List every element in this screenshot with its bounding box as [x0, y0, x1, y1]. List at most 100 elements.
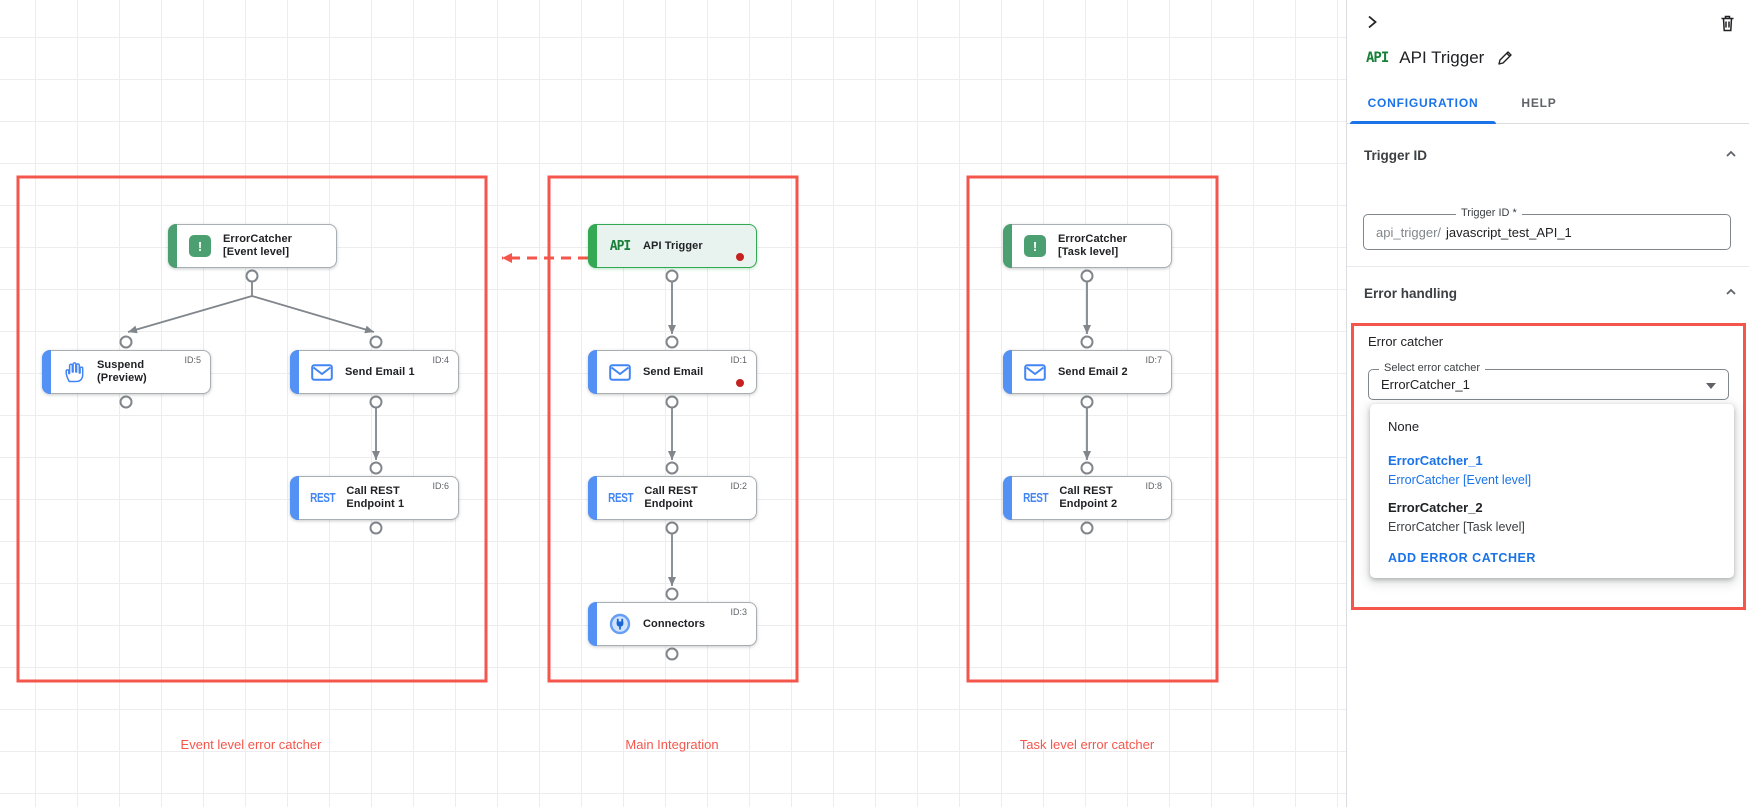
node-send-email-2[interactable]: Send Email 2 ID:7 [1003, 350, 1172, 394]
error-status-dot [736, 253, 744, 261]
rest-glyph: REST [310, 491, 336, 505]
node-label: Call REST Endpoint [644, 485, 698, 510]
select-floating-label: Select error catcher [1379, 362, 1485, 374]
error-catcher-label: Error catcher [1368, 334, 1444, 349]
api-glyph: API [609, 238, 632, 254]
node-label: Connectors [643, 617, 706, 630]
collapse-panel-chevron-icon[interactable] [1365, 15, 1379, 29]
node-id: ID:6 [432, 481, 449, 491]
node-label: Send Email [643, 365, 704, 378]
menu-option-errorcatcher-2[interactable]: ErrorCatcher_2 [1388, 500, 1483, 515]
email-icon [307, 363, 337, 381]
panel-title: API Trigger [1399, 48, 1485, 67]
node-errorcatcher-event-level[interactable]: ! ErrorCatcher [Event level] [168, 224, 337, 268]
email-icon [605, 363, 635, 381]
node-label: ErrorCatcher [Task level] [1058, 233, 1128, 258]
node-accent-bar [588, 350, 597, 394]
add-error-catcher-button[interactable]: ADD ERROR CATCHER [1388, 551, 1536, 565]
node-send-email[interactable]: Send Email ID:1 [588, 350, 757, 394]
node-label: Send Email 1 [345, 365, 415, 378]
exclamation-glyph: ! [189, 235, 211, 257]
edit-name-pencil-icon[interactable] [1497, 50, 1513, 66]
section-divider [1347, 266, 1749, 267]
node-send-email-1[interactable]: Send Email 1 ID:4 [290, 350, 459, 394]
node-label: API Trigger [643, 239, 703, 252]
node-id: ID:8 [1145, 481, 1162, 491]
collapse-section-chevron-up-icon[interactable] [1725, 150, 1737, 158]
node-api-trigger[interactable]: API API Trigger [588, 224, 757, 268]
error-catcher-dropdown-menu: None ErrorCatcher_1 ErrorCatcher [Event … [1370, 404, 1734, 578]
node-id: ID:7 [1145, 355, 1162, 365]
rest-glyph: REST [608, 491, 634, 505]
menu-option-errorcatcher-1[interactable]: ErrorCatcher_1 [1388, 453, 1483, 468]
node-accent-bar [290, 350, 299, 394]
node-accent-bar [588, 476, 597, 520]
node-id: ID:5 [184, 355, 201, 365]
rest-icon: REST [605, 491, 636, 505]
tab-help[interactable]: HELP [1521, 96, 1557, 110]
node-id: ID:1 [730, 355, 747, 365]
node-accent-bar [1003, 350, 1012, 394]
node-label: Send Email 2 [1058, 365, 1128, 378]
group-caption-main-integration: Main Integration [625, 737, 719, 752]
node-id: ID:2 [730, 481, 747, 491]
annotation-boxes [16, 175, 1219, 683]
edges [127, 282, 1091, 586]
node-label: ErrorCatcher [Event level] [223, 233, 293, 258]
error-catcher-select[interactable]: Select error catcher ErrorCatcher_1 [1368, 362, 1729, 400]
collapse-section-chevron-up-icon[interactable] [1725, 288, 1737, 296]
flow-canvas[interactable]: ! ErrorCatcher [Event level] Suspend (Pr… [0, 0, 1346, 807]
section-trigger-id: Trigger ID [1364, 148, 1428, 163]
node-call-rest-endpoint-2[interactable]: REST Call REST Endpoint 2 ID:8 [1003, 476, 1172, 520]
delete-trigger-trash-icon[interactable] [1720, 15, 1735, 32]
node-id: ID:3 [730, 607, 747, 617]
trigger-id-value[interactable]: javascript_test_API_1 [1446, 224, 1572, 240]
error-catcher-icon: ! [1020, 235, 1050, 257]
node-id: ID:4 [432, 355, 449, 365]
node-suspend-preview[interactable]: Suspend (Preview) ID:5 [42, 350, 211, 394]
rest-glyph: REST [1023, 491, 1049, 505]
api-trigger-logo-icon: API [1366, 50, 1389, 66]
panel-title-row: API API Trigger [1366, 48, 1513, 68]
rest-icon: REST [1020, 491, 1051, 505]
menu-option-errorcatcher-2-subtitle[interactable]: ErrorCatcher [Task level] [1388, 520, 1525, 534]
error-catcher-icon: ! [185, 235, 215, 257]
flow-connectors-layer [16, 175, 1219, 683]
config-side-panel: API API Trigger CONFIGURATION HELP Trigg… [1346, 0, 1749, 807]
section-error-handling: Error handling [1364, 286, 1458, 301]
node-connectors[interactable]: Connectors ID:3 [588, 602, 757, 646]
group-caption-event-level: Event level error catcher [180, 737, 322, 752]
node-accent-bar [588, 602, 597, 646]
node-accent-bar [168, 224, 177, 268]
node-accent-bar [290, 476, 299, 520]
api-icon: API [605, 239, 635, 254]
suspend-hand-icon [59, 361, 89, 383]
email-icon [1020, 363, 1050, 381]
active-tab-underline [1350, 121, 1496, 124]
select-value: ErrorCatcher_1 [1381, 377, 1470, 392]
exclamation-glyph: ! [1024, 235, 1046, 257]
node-accent-bar [1003, 476, 1012, 520]
node-ports[interactable] [119, 269, 1094, 661]
menu-option-none[interactable]: None [1388, 419, 1420, 434]
menu-option-errorcatcher-1-subtitle[interactable]: ErrorCatcher [Event level] [1388, 473, 1532, 487]
group-caption-task-level: Task level error catcher [1019, 737, 1155, 752]
dropdown-caret-icon[interactable] [1706, 383, 1716, 389]
error-status-dot [736, 379, 744, 387]
tab-configuration[interactable]: CONFIGURATION [1367, 96, 1479, 110]
node-accent-bar [588, 224, 597, 268]
connectors-plug-icon [605, 613, 635, 635]
node-label: Suspend (Preview) [97, 359, 147, 384]
node-call-rest-endpoint-1[interactable]: REST Call REST Endpoint 1 ID:6 [290, 476, 459, 520]
trigger-id-field-label: Trigger ID * [1456, 207, 1522, 219]
panel-tabs: CONFIGURATION HELP [1347, 83, 1749, 124]
trigger-id-field[interactable]: Trigger ID * api_trigger/ javascript_tes… [1363, 207, 1731, 250]
error-catcher-highlight-box: Error catcher Select error catcher Error… [1351, 323, 1746, 610]
rest-icon: REST [307, 491, 338, 505]
node-accent-bar [1003, 224, 1012, 268]
node-call-rest-endpoint[interactable]: REST Call REST Endpoint ID:2 [588, 476, 757, 520]
node-accent-bar [42, 350, 51, 394]
node-label: Call REST Endpoint 1 [346, 485, 405, 510]
node-errorcatcher-task-level[interactable]: ! ErrorCatcher [Task level] [1003, 224, 1172, 268]
